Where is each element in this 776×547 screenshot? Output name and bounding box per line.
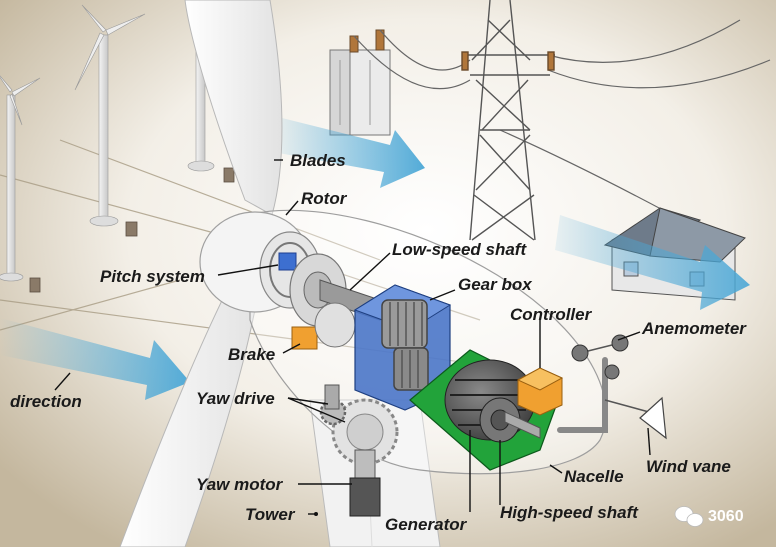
leader-lines — [54, 159, 651, 515]
watermark: 3060 — [674, 506, 744, 527]
label-high-speed-shaft: High-speed shaft — [500, 503, 639, 522]
ground-posts — [29, 167, 235, 293]
label-yaw-motor: Yaw motor — [196, 475, 284, 494]
controller-component — [516, 367, 564, 416]
label-pitch-system: Pitch system — [100, 267, 205, 286]
label-rotor: Rotor — [301, 189, 348, 208]
label-direction: direction — [10, 392, 82, 411]
label-blades: Blades — [290, 151, 346, 170]
wind-vane-component — [604, 396, 667, 440]
label-tower: Tower — [245, 505, 296, 524]
transformer — [329, 29, 391, 136]
anemometer-component — [571, 334, 629, 380]
background-turbines — [0, 0, 215, 282]
generator-component — [444, 359, 536, 443]
high-speed-shaft-component — [504, 411, 541, 439]
label-yaw-drive: Yaw drive — [196, 389, 275, 408]
label-generator: Generator — [385, 515, 468, 534]
wechat-icon — [674, 506, 704, 527]
tower-leader-dot — [314, 512, 318, 516]
yaw-motor-component — [349, 449, 381, 517]
gear-box-component — [353, 284, 452, 411]
anemometer-mast — [557, 357, 608, 433]
rotor-blades — [119, 0, 283, 547]
wind-arrows — [0, 115, 750, 400]
label-brake: Brake — [228, 345, 275, 364]
pylon — [461, 0, 555, 241]
label-anemometer: Anemometer — [641, 319, 747, 338]
brake-disk — [314, 302, 356, 348]
brake-component — [291, 326, 318, 350]
label-gear-box: Gear box — [458, 275, 533, 294]
label-low-speed-shaft: Low-speed shaft — [392, 240, 527, 259]
watermark-text: 3060 — [708, 508, 744, 525]
label-nacelle: Nacelle — [564, 467, 624, 486]
label-wind-vane: Wind vane — [646, 457, 731, 476]
pitch-system-component — [278, 252, 297, 271]
label-controller: Controller — [510, 305, 593, 324]
